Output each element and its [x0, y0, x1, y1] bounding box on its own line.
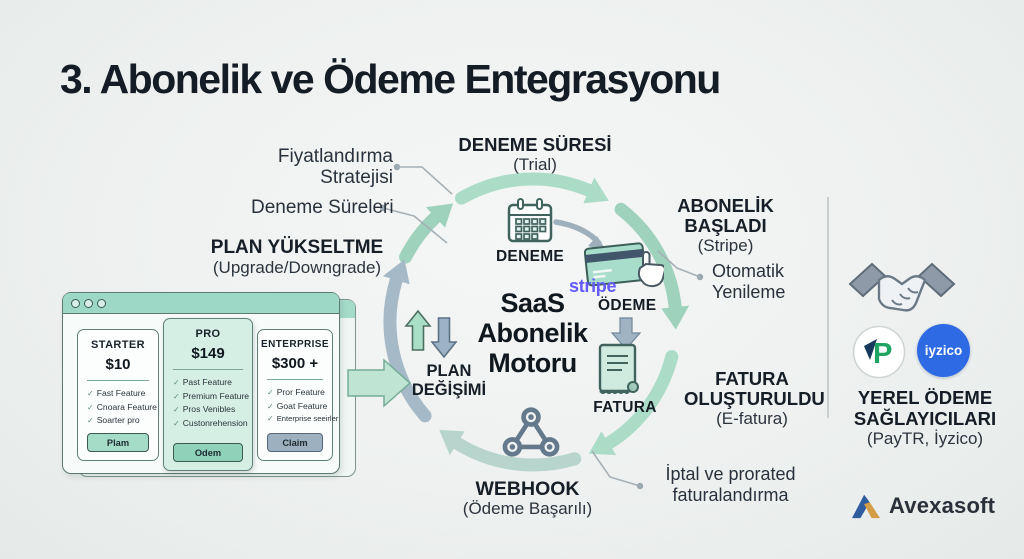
divider: [267, 379, 323, 380]
cycle-arc-segment: [383, 273, 432, 423]
plan-feature: Goat Feature: [258, 400, 332, 414]
window-dot-icon: [71, 298, 80, 308]
plan-price: $149: [191, 345, 225, 362]
stage-webhook: WEBHOOK (Ödeme Başarılı): [440, 479, 615, 519]
plan-feature: Fast Feature: [78, 387, 158, 401]
cycle-arrowhead: [661, 305, 690, 330]
stage-sub: (Ödeme Başarılı): [462, 499, 593, 518]
window-dot-icon: [97, 298, 106, 308]
plan-feature: Premium Feature: [164, 390, 252, 404]
annotation-pricing-strategy: Fiyatlandırma Stratejisi: [277, 146, 393, 188]
plan-feature: Past Feature: [164, 376, 252, 390]
paytr-logo: P: [852, 325, 906, 379]
svg-text:P: P: [873, 338, 892, 370]
plan-card-pro: PRO $149 Past Feature Premium Feature Pr…: [163, 318, 253, 471]
providers-label: YEREL ÖDEME SAĞLAYICILARI (PayTR, İyzico…: [853, 387, 997, 448]
plan-feature: Cnoara Feature: [78, 401, 158, 415]
cycle-arcs: [382, 172, 690, 472]
stage-title: DENEME SÜRESİ: [458, 134, 612, 155]
payment-node-label: ÖDEME: [598, 297, 657, 314]
plan-name: STARTER: [91, 339, 145, 351]
handshake-icon: [848, 262, 956, 312]
credit-card-hand-icon: [584, 242, 664, 288]
annotation-plan-upgrade: PLAN YÜKSELTME (Upgrade/Downgrade): [210, 237, 384, 278]
annotation-cancel-prorated: İptal ve prorated faturalandırma: [665, 464, 796, 505]
stripe-wordmark: stripe: [569, 276, 617, 296]
receipt-icon: [598, 343, 639, 394]
cycle-arrowhead: [588, 431, 617, 456]
connector-line: [382, 207, 448, 244]
cycle-arrowhead: [425, 203, 454, 228]
stage-title: OLUŞTURULDU: [684, 388, 825, 409]
plan-feature: Soarter pro: [78, 414, 158, 428]
cycle-arrowhead: [382, 259, 410, 285]
trial-node-label: DENEME: [495, 248, 565, 265]
cycle-arc-segment: [614, 202, 682, 314]
stage-trial: DENEME SÜRESİ (Trial): [440, 135, 630, 175]
plan-feature: Custonrehension: [164, 417, 252, 431]
plan-feature: Enterprise seeirler: [258, 413, 339, 426]
plan-feature: Pror Feature: [258, 386, 332, 400]
annotation-trial-periods: Deneme Süreleri: [251, 197, 394, 218]
page-title: 3. Abonelik ve Ödeme Entegrasyonu: [60, 56, 721, 102]
stage-sub: (Trial): [513, 155, 557, 174]
stage-invoice: FATURA OLUŞTURULDU (E-fatura): [684, 368, 825, 429]
stage-sub: (E-fatura): [716, 409, 788, 428]
connector-line: [591, 450, 641, 487]
plan-card-enterprise: ENTERPRISE $300 + Pror Feature Goat Feat…: [257, 329, 339, 461]
engine-title: SaaS Abonelik Motoru: [477, 288, 588, 378]
plan-price: $10: [105, 356, 131, 373]
footer-brand-name: Avexasoft: [889, 493, 996, 518]
webhook-icon: [502, 407, 560, 457]
iyzico-logo: iyzico: [917, 324, 970, 377]
window-titlebar: [63, 293, 339, 314]
plan-change-label: PLAN DEĞİŞİMİ: [411, 362, 487, 399]
divider: [173, 369, 243, 370]
cycle-arc-segment: [450, 436, 582, 472]
window-dot-icon: [84, 298, 93, 308]
stage-title: WEBHOOK: [475, 478, 580, 500]
cycle-arrowhead: [583, 177, 609, 204]
cycle-arc-segment: [455, 172, 596, 205]
payment-to-invoice-arrow: [610, 317, 642, 350]
connector-line: [657, 250, 701, 278]
plan-name: ENTERPRISE: [261, 339, 329, 350]
avexasoft-logo-icon: [852, 494, 880, 519]
plan-button-enterprise[interactable]: Claim: [267, 433, 323, 452]
plan-button-pro[interactable]: Odem: [173, 443, 243, 462]
plan-card-starter: STARTER $10 Fast Feature Cnoara Feature …: [77, 329, 159, 461]
annotation-auto-renew: Otomatik Yenileme: [712, 261, 786, 302]
invoice-node-label: FATURA: [593, 399, 657, 416]
plan-button-starter[interactable]: Plam: [87, 433, 149, 452]
plan-feature: Pros Venibles: [164, 403, 252, 417]
plan-change-arrows-icon: [404, 309, 458, 359]
connector-line: [397, 166, 453, 195]
stage-title: ABONELİK BAŞLADI: [677, 195, 774, 236]
cycle-arc-segment: [602, 350, 679, 450]
calendar-icon: [507, 198, 553, 243]
window-to-cycle-arrow: [347, 358, 412, 408]
stage-subscription: ABONELİK BAŞLADI (Stripe): [638, 196, 813, 256]
cycle-arrowhead: [439, 429, 465, 456]
footer-brand: Avexasoft: [850, 492, 995, 520]
section-divider: [827, 197, 829, 418]
pricing-browser-window: STARTER $10 Fast Feature Cnoara Feature …: [62, 292, 340, 474]
stage-sub: (Stripe): [697, 236, 754, 255]
plan-price: $300 +: [271, 355, 319, 372]
plan-name: PRO: [195, 328, 221, 340]
cycle-arc-segment: [399, 210, 442, 264]
stage-title: FATURA: [715, 368, 789, 389]
divider: [87, 380, 149, 381]
